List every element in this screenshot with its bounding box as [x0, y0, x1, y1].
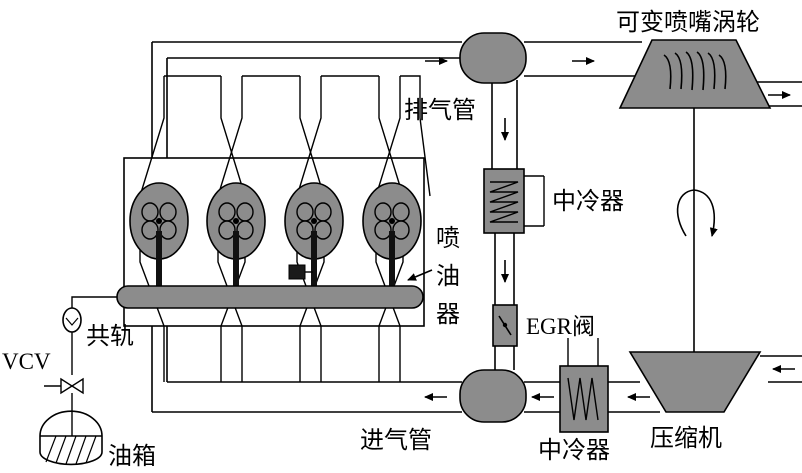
- valve-icon: [159, 220, 177, 240]
- injector-nozzle-icon: [233, 231, 239, 287]
- injector-driver-block: [288, 264, 306, 280]
- common-rail: [116, 285, 424, 309]
- fuel-pump-icon: [62, 307, 82, 333]
- cylinder-valve-icon: [284, 182, 344, 287]
- rotation-arrow-icon: [676, 189, 718, 237]
- label-intercooler-bottom: 中冷器: [538, 436, 610, 464]
- valve-icon: [374, 220, 392, 240]
- label-injector-1: 喷: [436, 224, 460, 252]
- valve-icon: [296, 220, 314, 240]
- injector-nozzle-icon: [311, 231, 317, 287]
- label-injector-3: 器: [436, 300, 460, 328]
- injector-tip-icon: [156, 218, 162, 224]
- valve-icon: [374, 202, 392, 222]
- cylinder-group: [129, 182, 422, 287]
- turbine-icon: [618, 39, 772, 109]
- injector-pointer-arrow: [407, 269, 433, 281]
- exhaust-manifold-icon: [459, 32, 527, 84]
- cylinder-valve-icon: [206, 182, 266, 287]
- label-intercooler-top: 中冷器: [552, 187, 624, 215]
- cylinder-valve-icon: [129, 182, 189, 287]
- fuel-tank-icon: [39, 410, 103, 466]
- label-injector-2: 油: [436, 262, 460, 290]
- injector-tip-icon: [389, 218, 395, 224]
- intake-manifold-icon: [459, 369, 527, 423]
- injector-tip-icon: [311, 218, 317, 224]
- label-tank: 油箱: [108, 442, 156, 470]
- injector-tip-icon: [233, 218, 239, 224]
- valve-icon: [141, 202, 159, 222]
- turbine-blades: [663, 51, 727, 91]
- engine-block: [123, 157, 425, 327]
- valve-icon: [218, 202, 236, 222]
- label-compressor: 压缩机: [650, 424, 722, 452]
- fuel-line: [71, 296, 117, 310]
- label-intake: 进气管: [360, 426, 432, 454]
- flow-arrows: [424, 57, 795, 401]
- label-turbo: 可变喷嘴涡轮: [616, 8, 760, 36]
- valve-icon: [218, 220, 236, 240]
- valve-icon: [314, 220, 332, 240]
- intercooler-bottom-icon: [559, 365, 609, 433]
- valve-icon: [236, 202, 254, 222]
- intercooler-coil-icon: [483, 168, 525, 234]
- label-egr: EGR阀: [526, 314, 595, 339]
- valve-icon: [141, 220, 159, 240]
- cylinder-valve-icon: [362, 182, 422, 287]
- compressor-icon: [628, 351, 762, 413]
- valve-icon: [392, 202, 410, 222]
- injector-nozzle-icon: [156, 231, 162, 287]
- valve-icon: [296, 202, 314, 222]
- valve-icon: [159, 202, 177, 222]
- valve-icon: [392, 220, 410, 240]
- air-pipes: [151, 41, 802, 413]
- label-vcv: VCV: [2, 349, 51, 374]
- label-exhaust: 排气管: [404, 96, 476, 124]
- injector-nozzle-icon: [389, 231, 395, 287]
- valve-icon: [314, 202, 332, 222]
- vcv-valve-icon: [60, 377, 74, 395]
- valve-icon: [236, 220, 254, 240]
- label-rail: 共轨: [86, 322, 134, 350]
